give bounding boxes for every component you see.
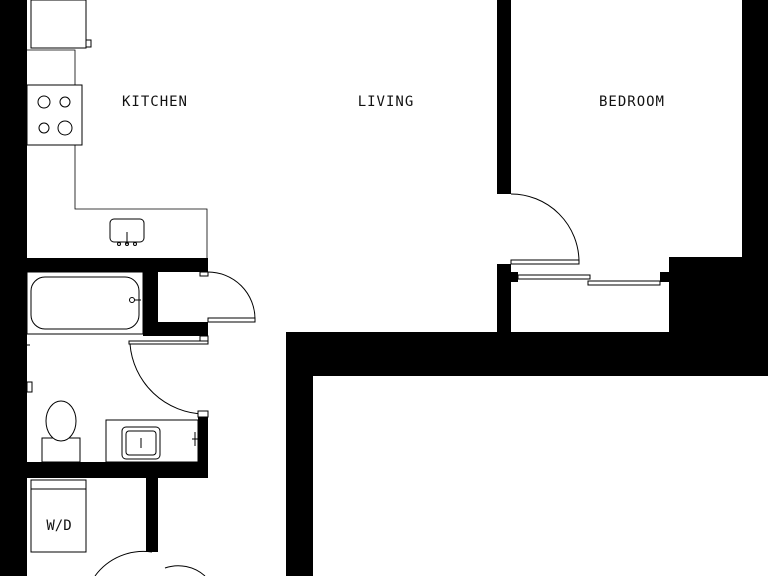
bath-inner-door-swing [129,343,205,415]
wall-corridor-top [286,332,768,376]
washer-dryer [30,479,87,553]
room-label-laundry: W/D [46,518,71,534]
burner [57,120,73,136]
kitchen-fixtures [26,0,208,258]
bath-door-leaf [199,271,209,277]
bath-entry-door-leaf [207,317,256,323]
vanity [105,419,199,463]
bedroom-door-swing [510,193,580,263]
room-label-kitchen: KITCHEN [122,94,188,110]
wall-closet-jamb [497,264,511,334]
wall-bath-bottom [27,462,208,478]
door-jamb-stub [660,272,669,282]
burner [37,95,51,109]
wall-laundry-divider [146,478,158,552]
laundry [30,479,87,553]
bath-inner-door-leaf [128,340,209,345]
bathtub-basin [30,276,140,330]
wall-bedroom-partition [497,0,511,194]
closet-slider [517,274,591,280]
burner [38,122,50,134]
room-labels: KITCHEN LIVING BEDROOM W/D [46,94,665,534]
room-label-bedroom: BEDROOM [599,94,665,110]
bathroom-sink [121,426,161,460]
wall-tub-return [143,322,208,336]
kitchen-counter [27,49,208,258]
room-label-living: LIVING [358,94,415,110]
bathroom-fixtures [26,271,199,463]
toilet-tank [41,437,81,463]
bathtub [26,271,144,335]
door-jamb-stub [498,264,510,272]
wall-right-exterior [742,0,768,258]
laundry-door-swing [94,550,153,576]
wall-left-exterior [0,0,27,576]
toilet-bowl [45,400,77,442]
bedroom-door-leaf [510,259,580,265]
doors [94,193,661,576]
wall-tub-side [143,258,158,336]
bath-entry-door-swing [207,271,256,320]
wall-bath-right [198,414,208,478]
door-jamb-stub [510,272,518,282]
burner [59,96,71,108]
closet-slider [587,280,661,286]
refrigerator [30,0,87,49]
wall-bath-top [27,258,208,272]
cooktop [26,84,83,146]
wall-corridor-left [286,332,313,576]
